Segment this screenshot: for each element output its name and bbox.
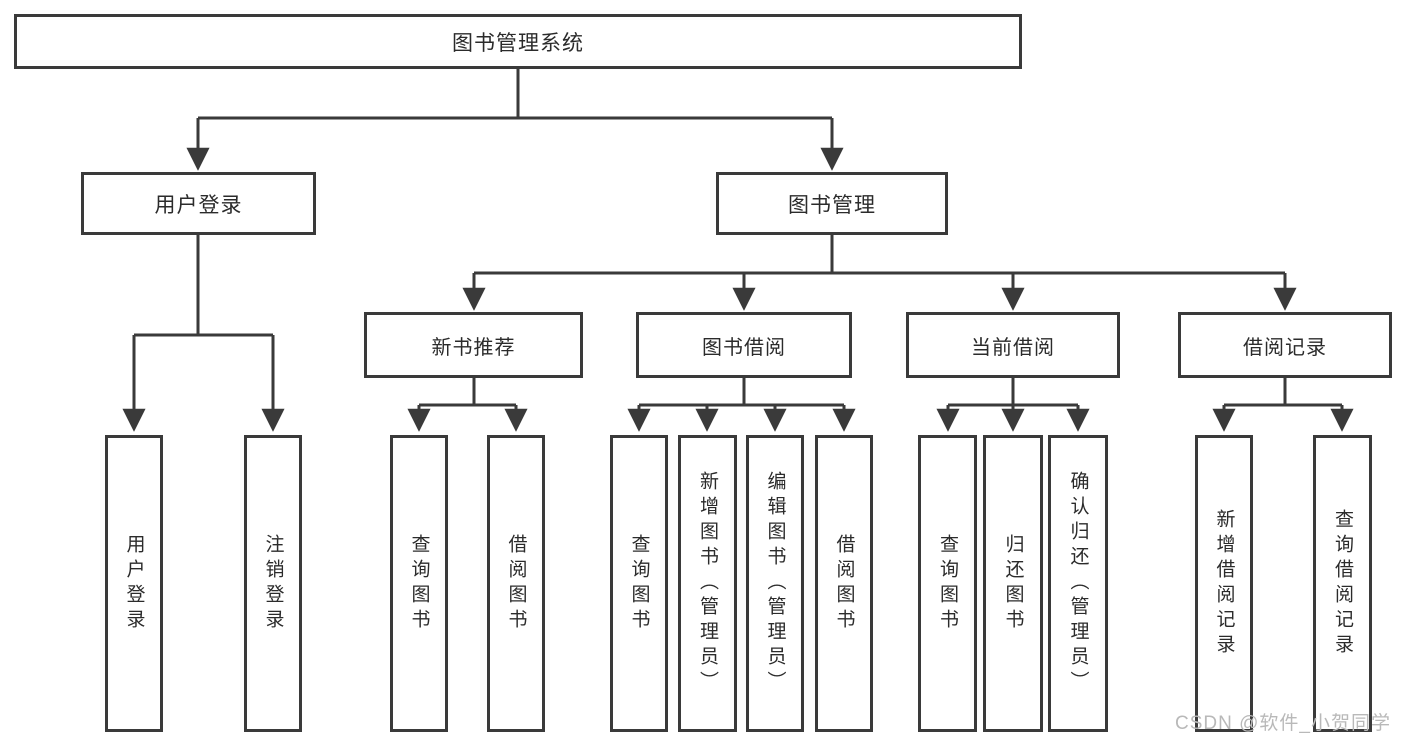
leaf-edit-books-admin: 编辑图书（管理员）: [746, 435, 804, 732]
leaf-confirm-return-admin-label: 确认归还（管理员）: [1067, 471, 1089, 696]
leaf-borrow-books-label: 借阅图书: [833, 533, 855, 634]
leaf-user-login-label: 用户登录: [123, 533, 145, 634]
leaf-query-books-recommend-label: 查询图书: [408, 533, 430, 634]
leaf-user-login: 用户登录: [105, 435, 163, 732]
node-borrowing-records: 借阅记录: [1178, 312, 1392, 378]
leaf-query-books-borrowing-label: 查询图书: [628, 533, 650, 634]
leaf-confirm-return-admin: 确认归还（管理员）: [1048, 435, 1108, 732]
leaf-query-borrow-record: 查询借阅记录: [1313, 435, 1372, 732]
leaf-add-books-admin-label: 新增图书（管理员）: [697, 471, 718, 696]
leaf-query-borrow-record-label: 查询借阅记录: [1332, 508, 1353, 659]
leaf-query-books-current: 查询图书: [918, 435, 977, 732]
leaf-borrow-books-recommend: 借阅图书: [487, 435, 545, 732]
leaf-query-books-borrowing: 查询图书: [610, 435, 668, 732]
csdn-watermark: CSDN @软件_小贺同学: [1175, 713, 1391, 734]
leaf-add-borrow-record-label: 新增借阅记录: [1213, 508, 1235, 659]
leaf-logout: 注销登录: [244, 435, 302, 732]
node-library-management-system: 图书管理系统: [14, 14, 1022, 69]
leaf-borrow-books-recommend-label: 借阅图书: [505, 533, 527, 634]
leaf-add-borrow-record: 新增借阅记录: [1195, 435, 1253, 732]
node-book-management: 图书管理: [716, 172, 948, 235]
leaf-logout-label: 注销登录: [262, 533, 284, 634]
leaf-borrow-books: 借阅图书: [815, 435, 873, 732]
leaf-add-books-admin: 新增图书（管理员）: [678, 435, 737, 732]
node-user-login: 用户登录: [81, 172, 316, 235]
leaf-return-books: 归还图书: [983, 435, 1043, 732]
leaf-query-books-recommend: 查询图书: [390, 435, 448, 732]
node-new-book-recommendation: 新书推荐: [364, 312, 583, 378]
node-book-borrowing: 图书借阅: [636, 312, 852, 378]
leaf-edit-books-admin-label: 编辑图书（管理员）: [764, 471, 786, 696]
leaf-query-books-current-label: 查询图书: [937, 533, 958, 634]
leaf-return-books-label: 归还图书: [1002, 533, 1024, 634]
node-current-borrowing: 当前借阅: [906, 312, 1120, 378]
